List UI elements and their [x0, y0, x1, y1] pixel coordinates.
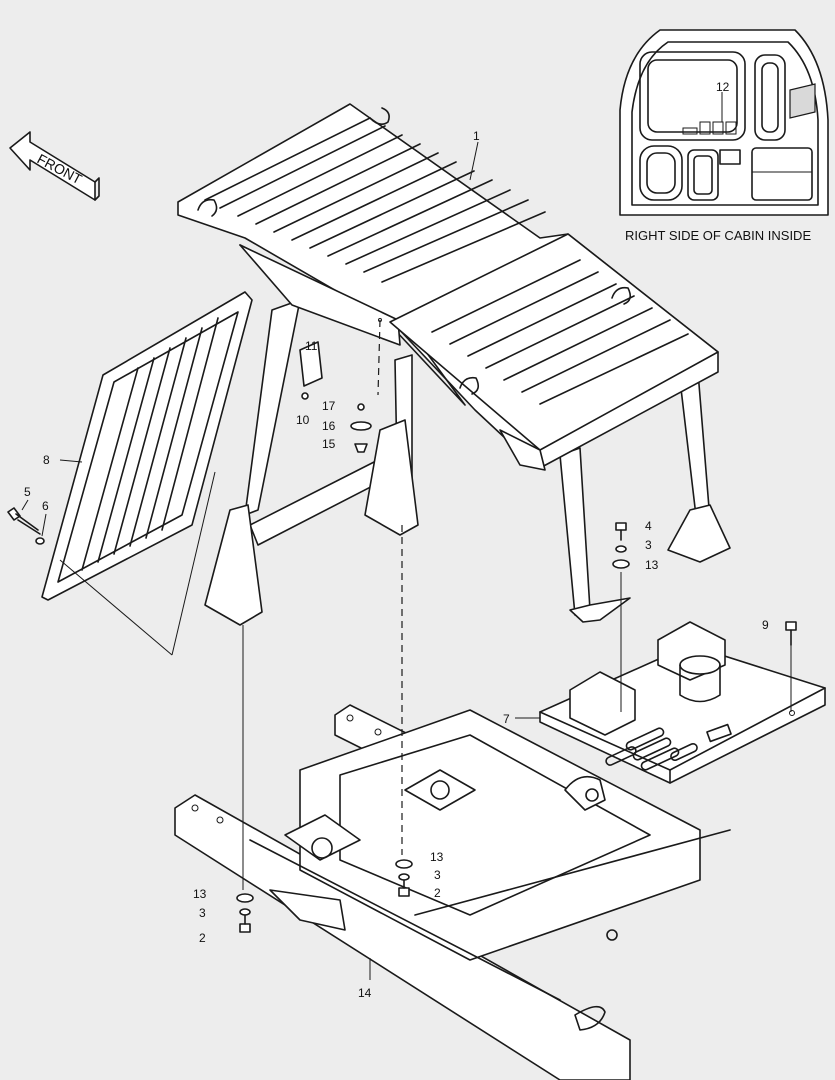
callout-13a: 13	[645, 558, 659, 572]
callout-5: 5	[24, 485, 31, 499]
callout-6: 6	[42, 499, 49, 513]
callout-9: 9	[762, 618, 769, 632]
bolt-9: 9	[762, 618, 797, 712]
base-frame: 14	[174, 704, 731, 1080]
callout-10: 10	[296, 413, 310, 427]
cabin-inset: 12 RIGHT SIDE OF CABIN INSIDE	[619, 29, 829, 243]
front-label: FRONT	[35, 151, 85, 188]
fastener-stack-mid: 13 3 2	[395, 525, 444, 900]
fastener-stack-center: 10 17 16 15	[296, 392, 372, 453]
callout-4: 4	[645, 519, 652, 533]
callout-3c: 3	[434, 868, 441, 882]
callout-2b: 2	[434, 886, 441, 900]
callout-1: 1	[473, 129, 480, 143]
callout-7: 7	[503, 712, 510, 726]
callout-12: 12	[716, 80, 730, 94]
callout-16: 16	[322, 419, 336, 433]
callout-3a: 3	[645, 538, 652, 552]
bolt-5: 5 6	[7, 485, 49, 545]
side-guard: 8	[41, 291, 253, 656]
callout-13b: 13	[193, 887, 207, 901]
callout-13c: 13	[430, 850, 444, 864]
callout-14: 14	[358, 986, 372, 1000]
front-arrow-icon: FRONT	[9, 131, 100, 201]
callout-2a: 2	[199, 931, 206, 945]
inset-caption: RIGHT SIDE OF CABIN INSIDE	[625, 228, 811, 243]
callout-15: 15	[322, 437, 336, 451]
fastener-stack-right: 4 3 13	[612, 519, 659, 712]
roof-slats	[204, 117, 689, 405]
callout-17: 17	[322, 399, 336, 413]
fastener-stack-left: 13 3 2	[193, 625, 254, 945]
callout-3b: 3	[199, 906, 206, 920]
canopy-guard: 1 11	[177, 103, 731, 626]
callout-8: 8	[43, 453, 50, 467]
callout-11: 11	[305, 339, 318, 353]
floor-plate: 7	[503, 621, 826, 784]
